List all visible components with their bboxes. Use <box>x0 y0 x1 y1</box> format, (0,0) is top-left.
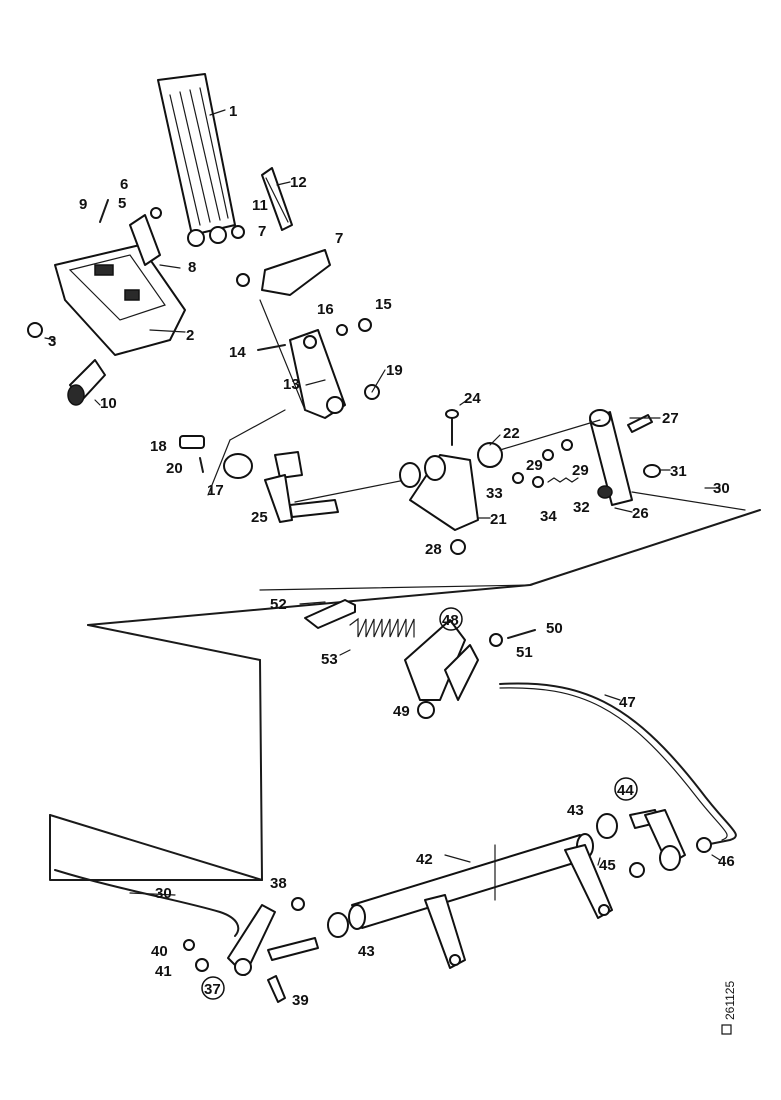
mid-linkage <box>179 409 746 555</box>
callout-2: 2 <box>186 327 194 344</box>
callout-17: 17 <box>207 482 224 499</box>
reference-box <box>721 1024 732 1035</box>
callout-19: 19 <box>386 362 403 379</box>
callout-9: 9 <box>79 196 87 213</box>
callout-46: 46 <box>718 853 735 870</box>
callout-29a: 29 <box>526 457 543 474</box>
callout-3: 3 <box>48 333 56 350</box>
upper-hardware <box>99 167 331 296</box>
callout-48-circle <box>439 607 463 631</box>
callout-6: 6 <box>120 176 128 193</box>
callout-5: 5 <box>118 195 126 212</box>
callout-28: 28 <box>425 541 442 558</box>
callout-50: 50 <box>546 620 563 637</box>
callout-7-small: 7 <box>258 223 266 240</box>
spring-assembly <box>304 599 737 846</box>
lever-assembly <box>257 299 380 419</box>
reference-number: 261125 <box>723 981 737 1020</box>
callout-34: 34 <box>540 508 557 525</box>
callout-26: 26 <box>632 505 649 522</box>
callout-25: 25 <box>251 509 268 526</box>
callout-52: 52 <box>270 596 287 613</box>
callout-38: 38 <box>270 875 287 892</box>
callout-44: 44 <box>617 782 634 799</box>
callout-7: 7 <box>335 230 343 247</box>
callout-43-lower: 43 <box>358 943 375 960</box>
callout-21: 21 <box>490 511 507 528</box>
callout-39: 39 <box>292 992 309 1009</box>
callout-45: 45 <box>599 857 616 874</box>
leader-lines <box>44 109 721 896</box>
callout-41: 41 <box>155 963 172 980</box>
floor-outline <box>49 509 761 881</box>
callout-27: 27 <box>662 410 679 427</box>
callout-8: 8 <box>188 259 196 276</box>
callout-1: 1 <box>229 103 237 120</box>
callout-24: 24 <box>464 390 481 407</box>
callout-30-lower: 30 <box>155 885 172 902</box>
callout-40: 40 <box>151 943 168 960</box>
accelerator-pedal <box>157 73 245 247</box>
callout-37: 37 <box>204 981 221 998</box>
callout-22: 22 <box>503 425 520 442</box>
callout-15: 15 <box>375 296 392 313</box>
callout-29b: 29 <box>572 462 589 479</box>
callout-16: 16 <box>317 301 334 318</box>
callout-53: 53 <box>321 651 338 668</box>
callout-13: 13 <box>283 376 300 393</box>
callout-48: 48 <box>442 612 459 629</box>
pedal-base <box>27 244 186 406</box>
callout-20: 20 <box>166 460 183 477</box>
lower-lever <box>54 869 305 1003</box>
callout-11: 11 <box>252 197 268 214</box>
callout-51: 51 <box>516 644 533 661</box>
callout-14: 14 <box>229 344 246 361</box>
callout-47: 47 <box>619 694 636 711</box>
callout-10: 10 <box>100 395 117 412</box>
callout-31: 31 <box>670 463 687 480</box>
callout-33: 33 <box>486 485 503 502</box>
callout-43-upper: 43 <box>567 802 584 819</box>
callout-32: 32 <box>573 499 590 516</box>
callout-37-circle <box>201 976 225 1000</box>
callout-18: 18 <box>150 438 167 455</box>
callout-49: 49 <box>393 703 410 720</box>
drawing-reference: 261125 <box>721 981 737 1035</box>
callout-44-circle <box>614 777 638 801</box>
callout-30-upper: 30 <box>713 480 730 497</box>
part-callouts: 1 2 3 5 6 7 8 9 10 11 12 13 14 15 16 17 … <box>48 103 735 1009</box>
cross-shaft <box>267 809 712 969</box>
callout-12: 12 <box>290 174 307 191</box>
callout-42: 42 <box>416 851 433 868</box>
